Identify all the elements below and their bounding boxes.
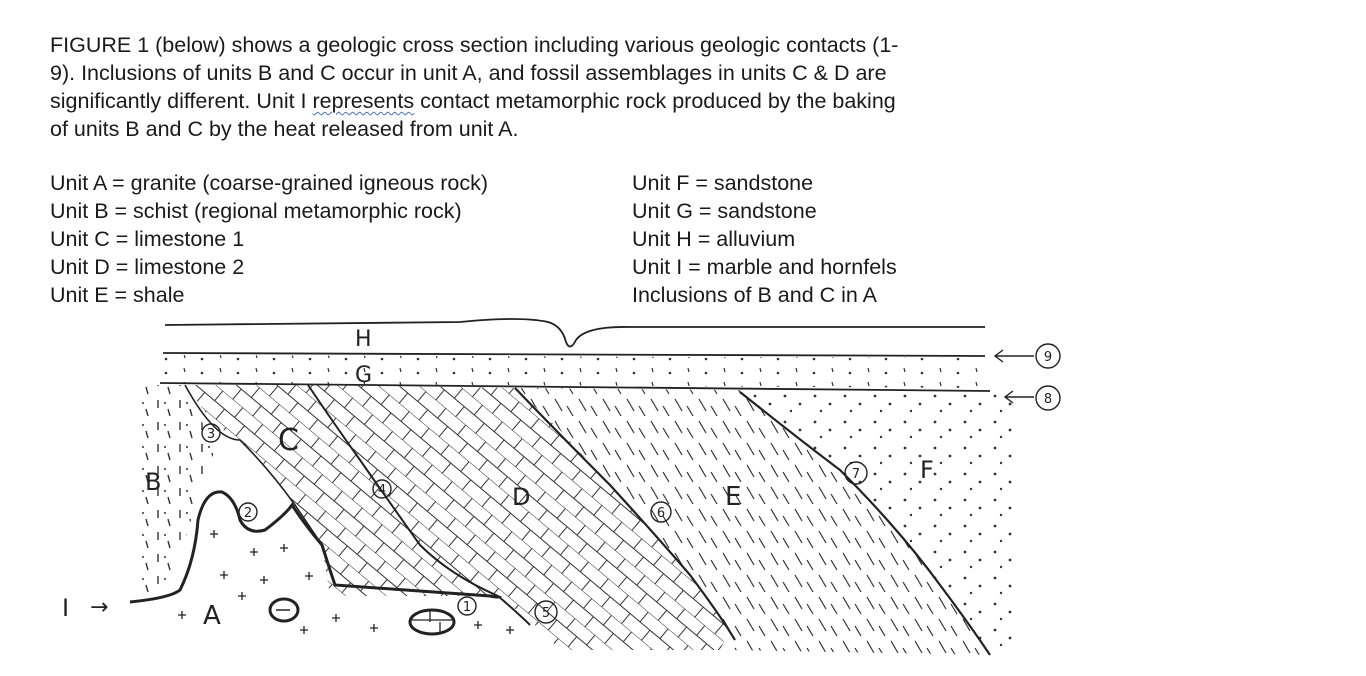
contact-2-label: 2 bbox=[244, 506, 252, 521]
contact-3-line bbox=[184, 384, 331, 571]
legend-unit-i: Unit I = marble and hornfels bbox=[632, 255, 897, 279]
unit-f-fill bbox=[740, 390, 1015, 655]
contact-5-label: 5 bbox=[542, 606, 550, 621]
label-unit-b: B bbox=[145, 468, 161, 496]
contact-4-line bbox=[307, 384, 531, 626]
label-unit-i: I bbox=[62, 594, 69, 622]
unit-legend-left: Unit A = granite (coarse-grained igneous… bbox=[50, 169, 488, 309]
legend-unit-f: Unit F = sandstone bbox=[632, 171, 814, 195]
contact-markers bbox=[201, 343, 1061, 624]
caption-line-3: significantly different. Unit I represen… bbox=[50, 87, 1025, 115]
contact-6-label: 6 bbox=[657, 506, 665, 521]
label-unit-e: E bbox=[725, 482, 741, 512]
contact-6-line bbox=[514, 387, 736, 641]
legend-unit-c: Unit C = limestone 1 bbox=[50, 227, 245, 251]
unit-d-fill bbox=[308, 385, 730, 650]
unit-c-fill bbox=[185, 385, 498, 596]
label-unit-d: D bbox=[512, 483, 530, 511]
legend-unit-d: Unit D = limestone 2 bbox=[50, 255, 245, 279]
legend-unit-b: Unit B = schist (regional metamorphic ro… bbox=[50, 199, 462, 223]
contact-9-label: 9 bbox=[1044, 350, 1052, 365]
legend-inclusions: Inclusions of B and C in A bbox=[632, 283, 878, 307]
unit-legend-right: Unit F = sandstone Unit G = sandstone Un… bbox=[632, 169, 897, 309]
contact-9-arrow-icon bbox=[993, 349, 1034, 363]
contact-4-label: 4 bbox=[378, 483, 386, 498]
contact-3-label: 3 bbox=[207, 427, 215, 442]
unit-a-pattern bbox=[178, 530, 514, 634]
label-unit-h: H bbox=[355, 327, 372, 352]
caption-line-2: 9). Inclusions of units B and C occur in… bbox=[50, 61, 887, 85]
legend-unit-e: Unit E = shale bbox=[50, 283, 185, 307]
contact-1-label: 1 bbox=[463, 600, 471, 615]
unit-e-fill bbox=[515, 388, 990, 655]
label-unit-a: A bbox=[203, 601, 221, 631]
unit-g-fill bbox=[160, 355, 990, 388]
legend-unit-a: Unit A = granite (coarse-grained igneous… bbox=[50, 171, 488, 195]
inclusion-schist-icon bbox=[268, 597, 300, 623]
caption-line-4: of units B and C by the heat released fr… bbox=[50, 117, 519, 141]
unit-b-fill bbox=[140, 385, 215, 600]
unit-i-arrow-icon: → bbox=[90, 595, 108, 620]
legend-unit-g: Unit G = sandstone bbox=[632, 199, 817, 223]
legend-unit-h: Unit H = alluvium bbox=[632, 227, 796, 251]
caption-line-1: FIGURE 1 (below) shows a geologic cross … bbox=[50, 33, 899, 57]
label-unit-g: G bbox=[355, 363, 372, 388]
caption-line-3-a: significantly different. Unit I bbox=[50, 89, 313, 113]
spellcheck-word: represents bbox=[312, 89, 415, 113]
figure-caption: FIGURE 1 (below) shows a geologic cross … bbox=[50, 31, 1025, 143]
contact-2-line bbox=[129, 490, 502, 604]
ground-surface bbox=[164, 318, 985, 348]
contact-8-arrow-icon bbox=[1003, 390, 1034, 404]
contact-7-line bbox=[739, 391, 991, 656]
caption-line-3-c: contact metamorphic rock produced by the… bbox=[414, 89, 896, 113]
contact-7-label: 7 bbox=[852, 467, 860, 482]
inclusion-limestone-icon bbox=[408, 608, 456, 636]
contact-8-label: 8 bbox=[1044, 392, 1052, 407]
label-unit-c: C bbox=[278, 423, 299, 458]
contact-8-line bbox=[159, 382, 991, 392]
label-unit-f: F bbox=[920, 456, 934, 484]
contact-9-line bbox=[162, 352, 986, 357]
